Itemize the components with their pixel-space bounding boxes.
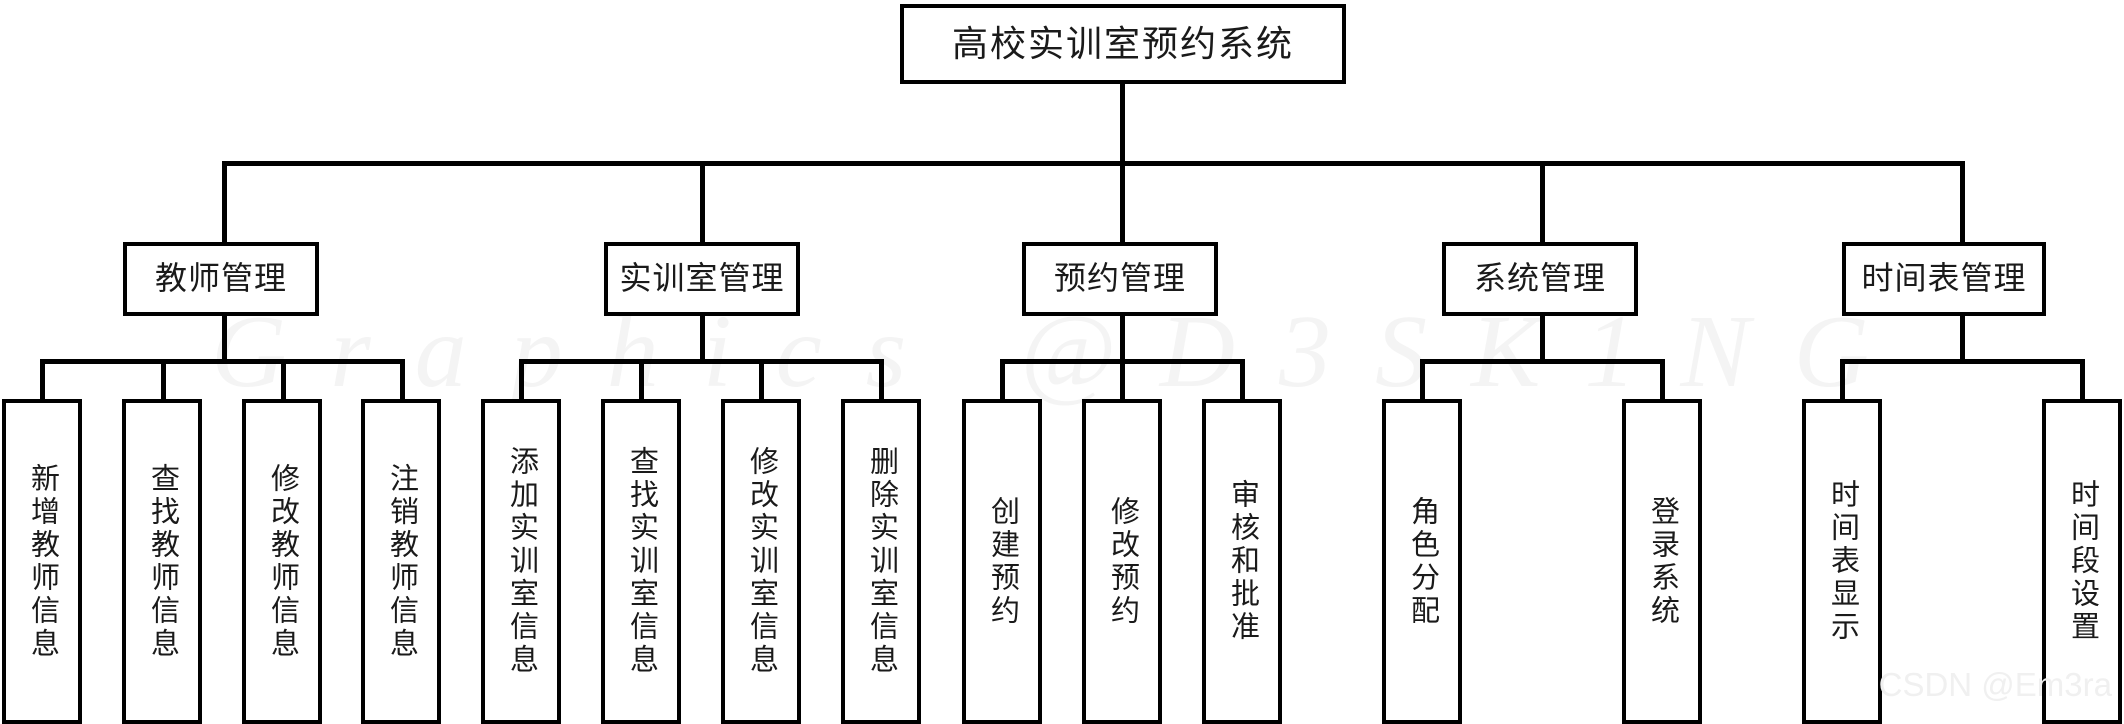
connector-teacher-drop-2 <box>161 359 166 401</box>
node-teacher-management[interactable]: 教师管理 <box>123 242 319 316</box>
node-create-reservation[interactable]: 创建预约 <box>962 399 1042 724</box>
connector-teacher-drop-3 <box>281 359 286 401</box>
node-edit-lab-info[interactable]: 修改实训室信息 <box>721 399 801 724</box>
node-edit-teacher-info-label: 修改教师信息 <box>266 462 299 661</box>
node-add-teacher-info[interactable]: 新增教师信息 <box>2 399 82 724</box>
node-reservation-management-label: 预约管理 <box>1053 260 1186 297</box>
connector-bus-to-timetable <box>1960 161 1965 244</box>
connector-reservation-drop-3 <box>1240 359 1245 401</box>
connector-lab-stem <box>700 316 705 361</box>
node-edit-teacher-info[interactable]: 修改教师信息 <box>242 399 322 724</box>
node-timeslot-settings-label: 时间段设置 <box>2066 479 2099 644</box>
node-delete-lab-info[interactable]: 删除实训室信息 <box>841 399 921 724</box>
node-edit-reservation[interactable]: 修改预约 <box>1082 399 1162 724</box>
connector-system-drop-1 <box>1420 359 1425 401</box>
node-system-management-label: 系统管理 <box>1473 260 1606 297</box>
node-root[interactable]: 高校实训室预约系统 <box>900 4 1346 84</box>
connector-lab-drop-3 <box>759 359 764 401</box>
connector-lab-bus <box>519 359 882 364</box>
connector-bus-to-teacher <box>222 161 227 244</box>
connector-teacher-bus <box>40 359 403 364</box>
connector-reservation-drop-2 <box>1120 359 1125 401</box>
connector-system-stem <box>1540 316 1545 361</box>
node-reservation-management[interactable]: 预约管理 <box>1022 242 1218 316</box>
node-root-label: 高校实训室预约系统 <box>951 23 1294 64</box>
connector-reservation-stem <box>1120 316 1125 361</box>
node-timeslot-settings[interactable]: 时间段设置 <box>2042 399 2122 724</box>
node-delete-lab-info-label: 删除实训室信息 <box>865 446 898 677</box>
node-find-lab-info-label: 查找实训室信息 <box>625 446 658 677</box>
connector-teacher-drop-4 <box>400 359 405 401</box>
node-edit-lab-info-label: 修改实训室信息 <box>745 446 778 677</box>
node-timetable-display[interactable]: 时间表显示 <box>1802 399 1882 724</box>
connector-timetable-bus <box>1840 359 2083 364</box>
connector-main-bus <box>222 161 1965 166</box>
connector-timetable-drop-2 <box>2080 359 2085 401</box>
node-timetable-management-label: 时间表管理 <box>1861 260 2027 297</box>
connector-system-drop-2 <box>1660 359 1665 401</box>
connector-timetable-drop-1 <box>1840 359 1845 401</box>
node-lab-management-label: 实训室管理 <box>619 260 785 297</box>
connector-system-bus <box>1420 359 1663 364</box>
node-system-management[interactable]: 系统管理 <box>1442 242 1638 316</box>
connector-teacher-stem <box>222 316 227 361</box>
connector-teacher-drop-1 <box>40 359 45 401</box>
node-role-assignment[interactable]: 角色分配 <box>1382 399 1462 724</box>
node-login-system-label: 登录系统 <box>1646 495 1679 628</box>
node-lab-management[interactable]: 实训室管理 <box>604 242 800 316</box>
node-add-lab-info-label: 添加实训室信息 <box>505 446 538 677</box>
node-add-lab-info[interactable]: 添加实训室信息 <box>481 399 561 724</box>
node-find-lab-info[interactable]: 查找实训室信息 <box>601 399 681 724</box>
node-find-teacher-info-label: 查找教师信息 <box>146 462 179 661</box>
node-cancel-teacher-info-label: 注销教师信息 <box>385 462 418 661</box>
node-review-approve[interactable]: 审核和批准 <box>1202 399 1282 724</box>
node-edit-reservation-label: 修改预约 <box>1106 495 1139 628</box>
node-find-teacher-info[interactable]: 查找教师信息 <box>122 399 202 724</box>
node-timetable-management[interactable]: 时间表管理 <box>1842 242 2046 316</box>
connector-root-stem <box>1120 84 1125 163</box>
node-add-teacher-info-label: 新增教师信息 <box>26 462 59 661</box>
connector-lab-drop-1 <box>519 359 524 401</box>
node-timetable-display-label: 时间表显示 <box>1826 479 1859 644</box>
connector-timetable-stem <box>1960 316 1965 361</box>
connector-bus-to-lab <box>700 161 705 244</box>
node-role-assignment-label: 角色分配 <box>1406 495 1439 628</box>
connector-lab-drop-4 <box>879 359 884 401</box>
node-login-system[interactable]: 登录系统 <box>1622 399 1702 724</box>
connector-bus-to-reservation <box>1120 161 1125 244</box>
node-teacher-management-label: 教师管理 <box>154 260 287 297</box>
connector-reservation-drop-1 <box>1000 359 1005 401</box>
connector-lab-drop-2 <box>639 359 644 401</box>
node-review-approve-label: 审核和批准 <box>1226 479 1259 644</box>
node-cancel-teacher-info[interactable]: 注销教师信息 <box>361 399 441 724</box>
connector-bus-to-system <box>1540 161 1545 244</box>
node-create-reservation-label: 创建预约 <box>986 495 1019 628</box>
